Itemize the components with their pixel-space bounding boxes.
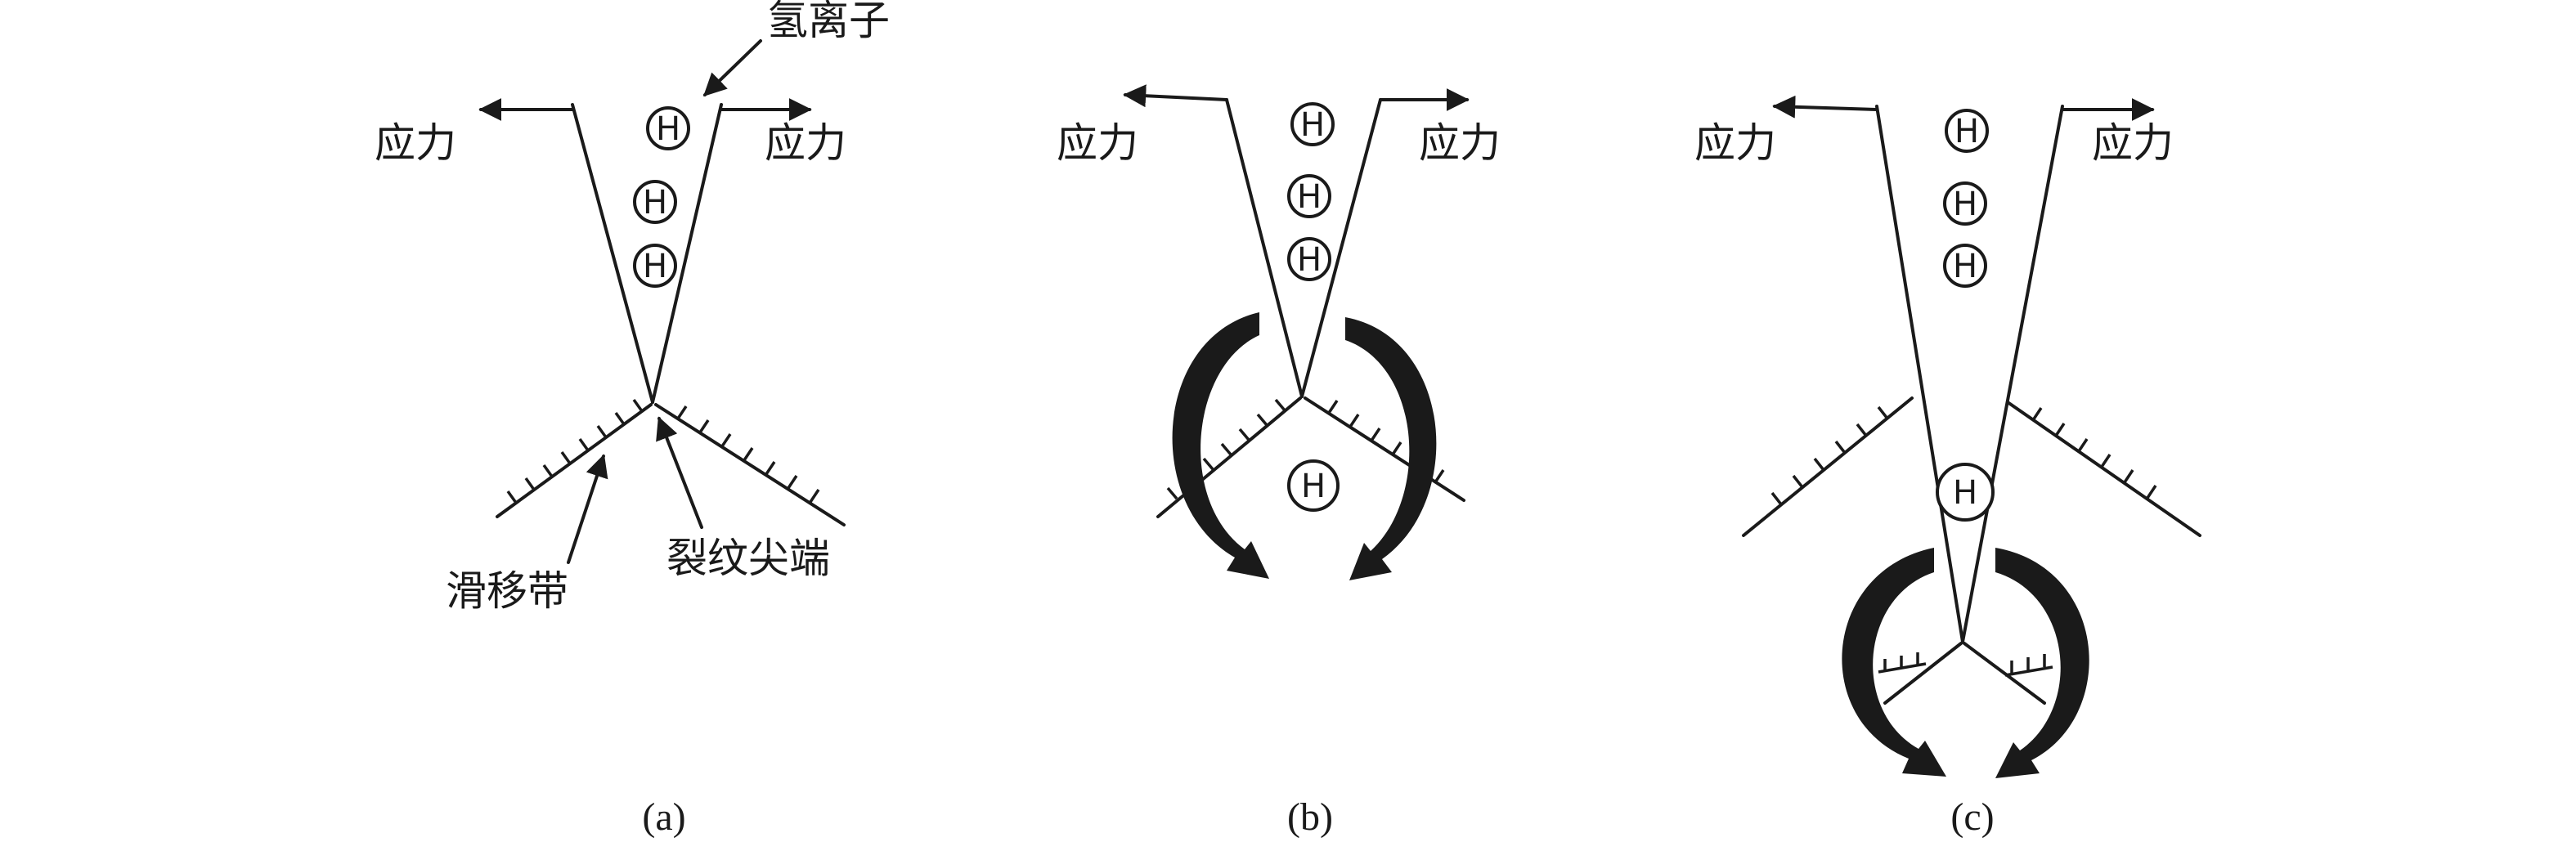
hydrogen-pointer-arrow-icon [702, 39, 762, 96]
stress-label-left: 应力 [1057, 119, 1138, 167]
dislocation-mark-icon [2031, 407, 2157, 499]
svg-text:H: H [656, 110, 680, 148]
svg-text:H: H [1953, 248, 1977, 285]
hydrogen-atom-icon: H [633, 244, 677, 288]
crack-tip-label: 裂纹尖端 [666, 535, 830, 582]
crack-tip-pointer-arrow-icon [656, 416, 703, 529]
rotation-arrow-left-icon [1842, 548, 1946, 777]
hydrogen-atom-icon: H [1287, 459, 1340, 512]
stress-label-left: 应力 [375, 119, 456, 167]
panel-c-caption: (c) [1950, 795, 1994, 839]
hydrogen-atom-icon: H [1943, 244, 1987, 288]
stress-arrow-left-icon [1123, 84, 1228, 108]
crack-right-flank [651, 103, 723, 404]
panel-b: 应力 应力 H H H H (b) [1057, 84, 1501, 839]
crack-left-flank [571, 103, 654, 404]
dislocation-mark-icon [2004, 654, 2053, 677]
hydrogen-atom-icon: H [1936, 463, 1995, 522]
new-slip-band-right [1963, 642, 2046, 705]
stress-label-right: 应力 [765, 119, 846, 167]
svg-text:H: H [1953, 474, 1977, 512]
stress-label-right: 应力 [2092, 119, 2174, 167]
dislocation-mark-icon [676, 405, 820, 503]
rotation-arrow-right-icon [1345, 317, 1437, 580]
hydrogen-atom-icon: H [1945, 109, 1989, 153]
slip-band-right [1304, 396, 1465, 502]
hydrogen-atom-icon: H [1287, 174, 1331, 218]
dislocation-mark-icon [1327, 400, 1445, 483]
slip-band-pointer-arrow-icon [567, 454, 608, 564]
panel-c: 应力 应力 H H H H (c) [1694, 95, 2201, 839]
svg-text:H: H [1297, 178, 1322, 216]
stress-label-left: 应力 [1694, 119, 1776, 167]
crack-left-flank [1225, 98, 1304, 398]
stress-label-right: 应力 [1419, 119, 1501, 167]
slip-band-right [654, 403, 846, 526]
crack-right-flank [1961, 105, 2064, 643]
rotation-arrow-right-icon [1995, 548, 2089, 778]
slip-band-right [2006, 401, 2201, 537]
hydrogen-atom-icon: H [633, 180, 677, 224]
hydrogen-atom-icon: H [1290, 102, 1335, 146]
crack-right-flank [1300, 98, 1382, 398]
slip-band-label: 滑移带 [446, 567, 568, 615]
hydrogen-atom-icon: H [1287, 237, 1331, 281]
dislocation-mark-icon [1770, 405, 1889, 506]
svg-text:H: H [643, 248, 667, 285]
dislocation-mark-icon [1166, 398, 1286, 500]
svg-text:H: H [1954, 113, 1979, 150]
slip-band-left [1156, 396, 1302, 518]
stress-arrow-left-icon [1772, 95, 1878, 119]
hydrogen-atom-icon: H [1943, 181, 1987, 226]
hydrogen-ion-label: 氢离子 [767, 0, 890, 44]
slip-band-left [496, 403, 653, 518]
svg-text:H: H [1297, 241, 1322, 279]
svg-text:H: H [643, 184, 667, 222]
slip-band-left [1742, 396, 1914, 537]
dislocation-mark-icon [1878, 652, 1927, 674]
new-slip-band-left [1883, 642, 1963, 705]
hydrogen-atom-icon: H [646, 106, 690, 150]
svg-text:H: H [1953, 186, 1977, 223]
dislocation-mark-icon [506, 398, 644, 504]
rotation-arrow-left-icon [1172, 312, 1269, 579]
svg-text:H: H [1301, 468, 1326, 505]
svg-text:H: H [1300, 106, 1325, 144]
panel-b-caption: (b) [1287, 795, 1333, 839]
crack-left-flank [1875, 105, 1964, 643]
panel-a: 应力 应力 氢离子 H H H 滑移带 裂纹尖端 (a) [375, 0, 890, 839]
panel-a-caption: (a) [642, 795, 685, 839]
